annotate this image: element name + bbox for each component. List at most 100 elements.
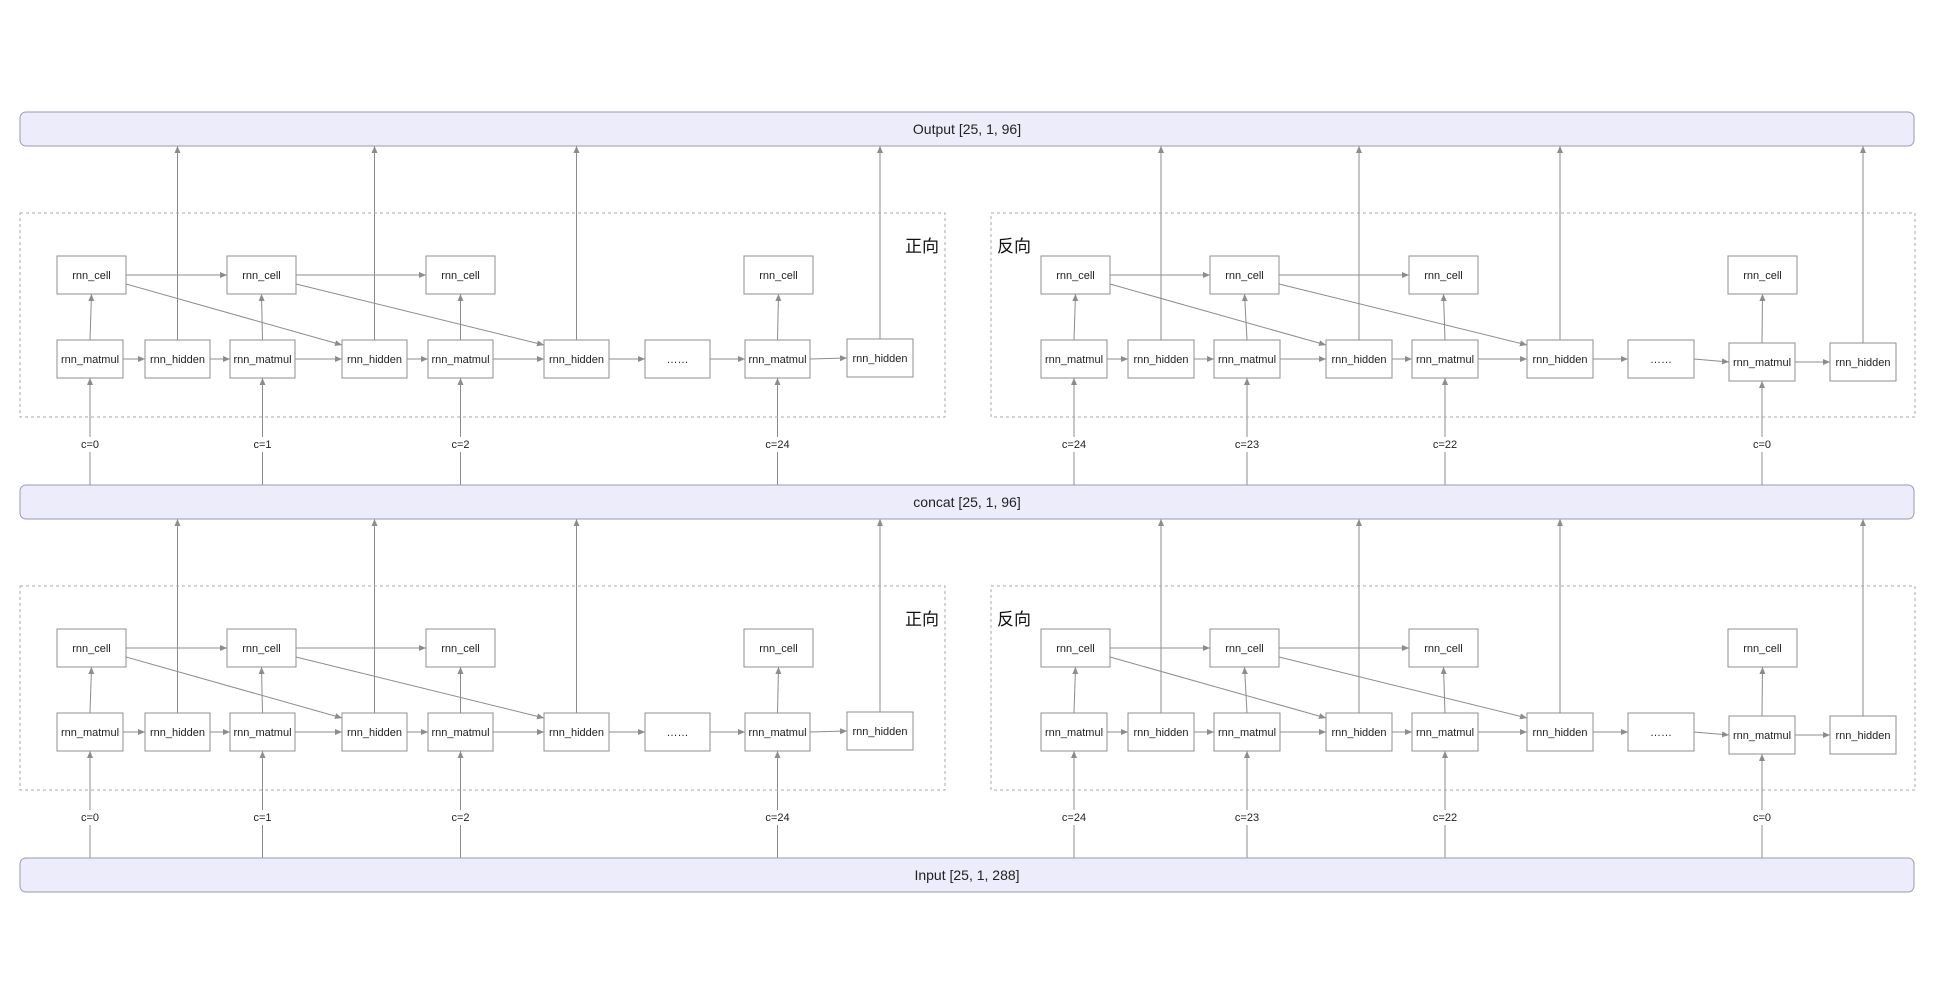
- lower-backward-hidden-node: rnn_hidden: [1127, 712, 1195, 752]
- edge-arrow: [1072, 666, 1079, 714]
- lower-backward-hidden-node: rnn_hidden: [1829, 715, 1897, 755]
- lower-forward-cell-label: rnn_cell: [72, 643, 111, 655]
- upper-forward-hidden-label: rnn_hidden: [347, 354, 402, 366]
- edge-arrow: [1278, 656, 1528, 720]
- upper-forward-hidden-node: rnn_hidden: [144, 339, 211, 379]
- lower-backward-hidden-label: rnn_hidden: [1133, 727, 1188, 739]
- lower-forward-c-label: c=1: [253, 812, 271, 824]
- lower-forward-hidden-node: rnn_hidden: [144, 712, 211, 752]
- c-label-mask: [442, 810, 479, 825]
- lower-forward-matmul-node: rnn_matmul: [229, 712, 296, 752]
- lower-backward-cell-label: rnn_cell: [1225, 643, 1264, 655]
- concat-bar-label: concat [25, 1, 96]: [913, 494, 1020, 510]
- lower-forward-matmul-node: rnn_matmul: [744, 712, 811, 752]
- lower-forward-matmul-node: rnn_matmul: [427, 712, 494, 752]
- c-label-mask: [72, 437, 108, 452]
- c-label-mask: [1744, 437, 1780, 452]
- edges-layer: [87, 146, 1866, 858]
- lower-forward-cell-node: rnn_cell: [56, 628, 127, 668]
- edge-arrow: [1109, 656, 1327, 719]
- upper-forward-hidden-label: rnn_hidden: [150, 354, 205, 366]
- lower-backward-matmul-label: rnn_matmul: [1218, 727, 1276, 739]
- upper-forward-ellipsis-label: ……: [667, 354, 689, 366]
- concat-bar: concat [25, 1, 96]: [19, 484, 1915, 520]
- edge-arrow: [1109, 283, 1327, 346]
- lower-backward-cell-label: rnn_cell: [1743, 643, 1782, 655]
- lower-backward-hidden-label: rnn_hidden: [1532, 727, 1587, 739]
- lower-forward-hidden-node: rnn_hidden: [341, 712, 408, 752]
- upper-backward-hidden-node: rnn_hidden: [1526, 339, 1594, 379]
- upper-forward-cell-node: rnn_cell: [226, 255, 297, 295]
- lower-backward-ellipsis-node: ……: [1627, 712, 1695, 752]
- upper-backward-ellipsis-label: ……: [1650, 354, 1672, 366]
- c-label-mask: [244, 810, 281, 825]
- lower-backward-hidden-node: rnn_hidden: [1526, 712, 1594, 752]
- upper-forward-group: 正向: [19, 212, 946, 418]
- edge-arrow: [295, 283, 545, 347]
- c-label-mask: [442, 437, 479, 452]
- lower-forward-cell-label: rnn_cell: [242, 643, 281, 655]
- edge-arrow: [88, 666, 95, 714]
- edge-arrow: [1693, 358, 1730, 365]
- upper-forward-label: 正向: [905, 237, 939, 257]
- lower-forward-cell-node: rnn_cell: [226, 628, 297, 668]
- c-label-mask: [759, 810, 796, 825]
- upper-forward-matmul-label: rnn_matmul: [748, 354, 806, 366]
- lower-backward-cell-node: rnn_cell: [1209, 628, 1280, 668]
- upper-forward-hidden-label: rnn_hidden: [852, 353, 907, 365]
- lower-forward-cell-node: rnn_cell: [425, 628, 496, 668]
- lower-forward-cell-label: rnn_cell: [441, 643, 480, 655]
- upper-forward-matmul-label: rnn_matmul: [233, 354, 291, 366]
- upper-backward-c-label: c=23: [1235, 439, 1259, 451]
- upper-forward-cell-node: rnn_cell: [56, 255, 127, 295]
- edge-arrow: [1072, 293, 1079, 341]
- c-label-mask: [1056, 810, 1092, 825]
- lower-backward-matmul-node: rnn_matmul: [1411, 712, 1479, 752]
- edge-arrow: [1440, 666, 1447, 714]
- lower-backward-c-label: c=0: [1753, 812, 1771, 824]
- c-label-mask: [1744, 810, 1780, 825]
- lower-backward-hidden-node: rnn_hidden: [1325, 712, 1393, 752]
- lower-forward-hidden-label: rnn_hidden: [852, 726, 907, 738]
- upper-backward-matmul-label: rnn_matmul: [1733, 357, 1791, 369]
- upper-forward-matmul-node: rnn_matmul: [229, 339, 296, 379]
- lower-forward-c-label: c=24: [765, 812, 789, 824]
- upper-backward-c-label: c=24: [1062, 439, 1086, 451]
- c-label-mask: [1427, 810, 1463, 825]
- lower-forward-hidden-node: rnn_hidden: [846, 711, 914, 751]
- lower-backward-c-label: c=23: [1235, 812, 1259, 824]
- edge-arrow: [1241, 666, 1248, 714]
- upper-forward-c-label: c=0: [81, 439, 99, 451]
- output-bar: Output [25, 1, 96]: [19, 111, 1915, 147]
- upper-backward-matmul-label: rnn_matmul: [1218, 354, 1276, 366]
- c-label-mask: [72, 810, 108, 825]
- edge-arrow: [775, 666, 782, 714]
- upper-backward-hidden-label: rnn_hidden: [1835, 357, 1890, 369]
- lower-backward-cell-node: rnn_cell: [1408, 628, 1479, 668]
- lower-forward-matmul-node: rnn_matmul: [56, 712, 124, 752]
- upper-backward-cell-node: rnn_cell: [1209, 255, 1280, 295]
- lower-backward-cell-label: rnn_cell: [1056, 643, 1095, 655]
- input-bar-label: Input [25, 1, 288]: [914, 867, 1019, 883]
- edge-arrow: [1759, 666, 1766, 717]
- lower-backward-hidden-label: rnn_hidden: [1331, 727, 1386, 739]
- edge-arrow: [295, 656, 545, 720]
- edge-arrow: [809, 728, 848, 735]
- upper-forward-hidden-node: rnn_hidden: [341, 339, 408, 379]
- lower-backward-matmul-node: rnn_matmul: [1213, 712, 1281, 752]
- upper-backward-c-label: c=22: [1433, 439, 1457, 451]
- edge-arrow: [809, 355, 848, 362]
- edge-arrow: [258, 666, 265, 714]
- edge-arrow: [1278, 283, 1528, 347]
- input-bar: Input [25, 1, 288]: [19, 857, 1915, 893]
- lower-backward-label: 反向: [997, 610, 1031, 630]
- c-label-mask: [1229, 810, 1265, 825]
- upper-forward-cell-label: rnn_cell: [72, 270, 111, 282]
- upper-backward-cell-label: rnn_cell: [1743, 270, 1782, 282]
- upper-backward-cell-label: rnn_cell: [1424, 270, 1463, 282]
- lower-forward-hidden-node: rnn_hidden: [543, 712, 610, 752]
- lower-backward-matmul-node: rnn_matmul: [1728, 715, 1796, 755]
- upper-backward-cell-node: rnn_cell: [1040, 255, 1111, 295]
- c-label-mask: [1056, 437, 1092, 452]
- lower-forward-c-label: c=2: [451, 812, 469, 824]
